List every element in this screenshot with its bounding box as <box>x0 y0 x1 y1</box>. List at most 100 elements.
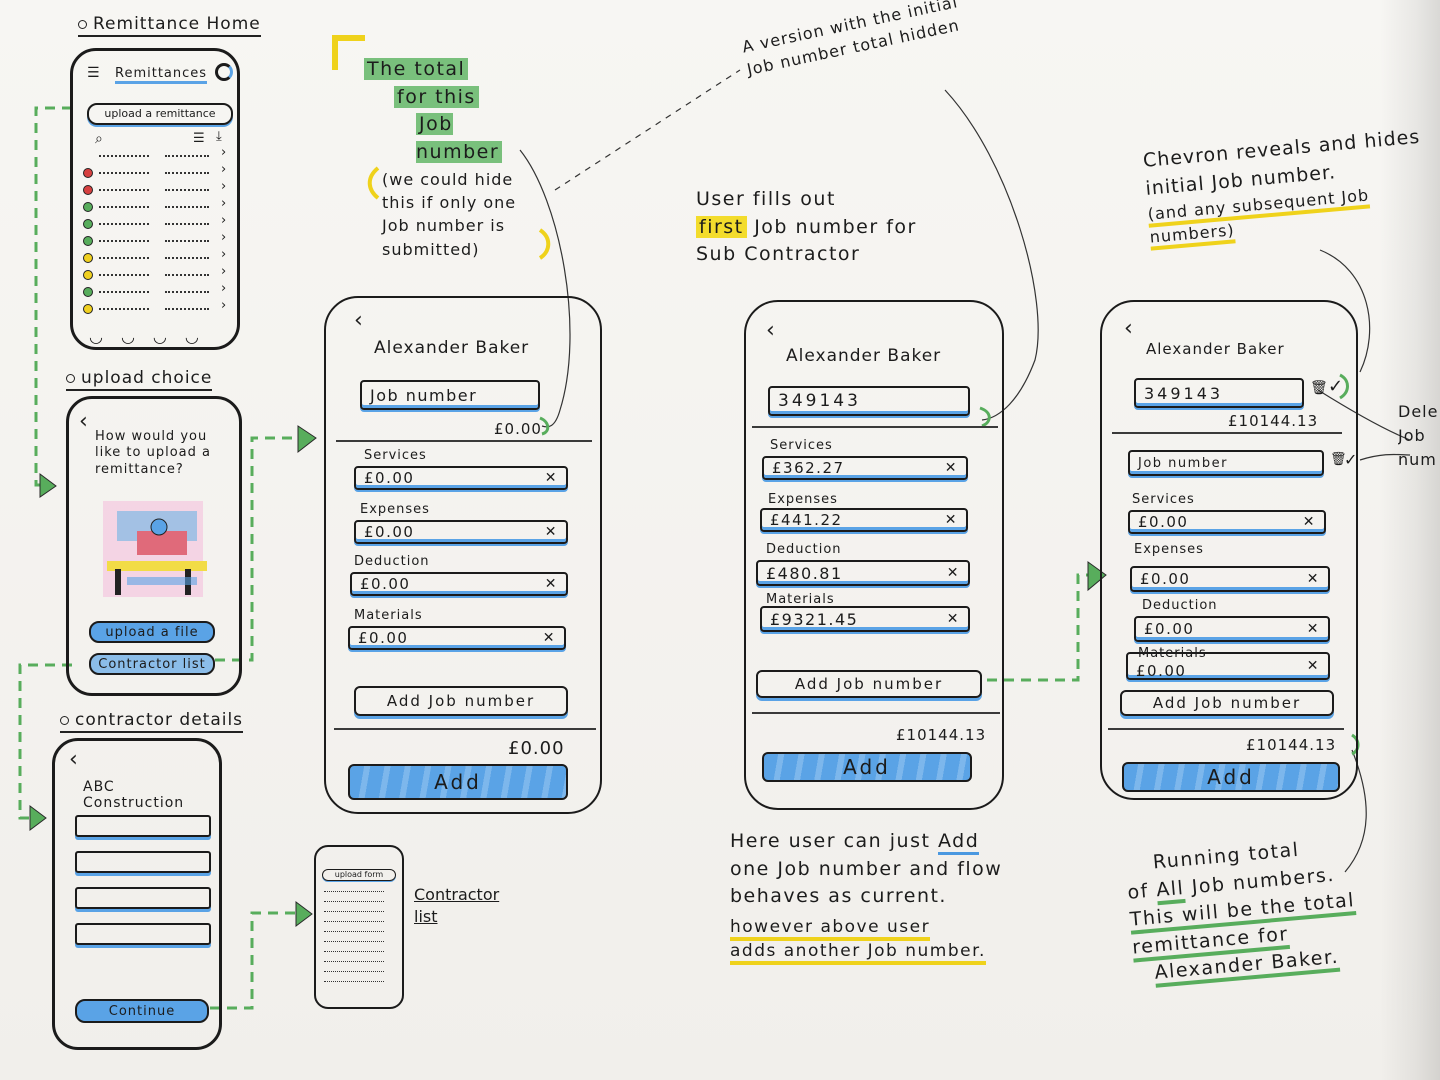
mini-list-row[interactable] <box>324 981 384 983</box>
screen-a-job-number-input[interactable]: Job number <box>360 380 540 410</box>
screen-c-materials-input[interactable]: £0.00✕ <box>1126 652 1330 680</box>
screen-c-expenses-input[interactable]: £0.00✕ <box>1130 566 1330 592</box>
screen-c-add-button[interactable]: Add <box>1122 762 1340 792</box>
mini-list-row[interactable] <box>324 891 384 893</box>
home-row-amount <box>165 291 209 293</box>
mini-list-row[interactable] <box>324 951 384 953</box>
home-row-text <box>99 257 149 259</box>
mini-list-row[interactable] <box>324 971 384 973</box>
screen-b-add-job-number-button[interactable]: Add Job number <box>756 670 982 698</box>
contractor-list-button[interactable]: Contractor list <box>89 653 215 675</box>
home-search-icon[interactable]: ⌕ <box>95 131 103 147</box>
screen-c-expenses-label: Expenses <box>1134 542 1204 557</box>
upload-back-chevron-icon[interactable]: ‹ <box>79 409 88 434</box>
screen-c-deduction-input[interactable]: £0.00✕ <box>1134 616 1330 642</box>
home-row-chevron-icon[interactable]: › <box>221 281 227 296</box>
screen-b-materials-clear-icon[interactable]: ✕ <box>946 611 960 627</box>
home-filter-icon[interactable]: ☰ <box>193 131 205 146</box>
screen-b-back-chevron-icon[interactable]: ‹ <box>766 318 775 343</box>
screen-b-add-button[interactable]: Add <box>762 752 972 782</box>
home-row-status-dot <box>83 185 93 195</box>
screen-b-deduction-input[interactable]: £480.81✕ <box>756 560 970 586</box>
label-contractor-details: contractor details <box>60 710 244 733</box>
home-row-amount <box>165 189 209 191</box>
home-row-chevron-icon[interactable]: › <box>221 179 227 194</box>
home-row-chevron-icon[interactable]: › <box>221 145 227 160</box>
details-back-chevron-icon[interactable]: ‹ <box>69 747 78 772</box>
details-field-1[interactable] <box>75 815 211 837</box>
home-row-chevron-icon[interactable]: › <box>221 247 227 262</box>
mini-list-row[interactable] <box>324 911 384 913</box>
screen-b-deduction-clear-icon[interactable]: ✕ <box>946 565 960 581</box>
screen-a-add-button[interactable]: Add <box>348 764 568 800</box>
home-tab-bar[interactable]: ◡◡◡◡ <box>89 327 217 346</box>
screen-b-expenses-clear-icon[interactable]: ✕ <box>944 512 958 528</box>
screen-c-job-number-input[interactable]: 349143 <box>1134 378 1304 408</box>
screen-b-deduction-label: Deduction <box>766 542 842 557</box>
screen-c-name: Alexander Baker <box>1146 340 1285 358</box>
home-row-amount <box>165 240 209 242</box>
paper-shadow <box>1380 0 1440 1080</box>
screen-a-materials-input[interactable]: £0.00✕ <box>348 626 566 650</box>
screen-a-materials-clear-icon[interactable]: ✕ <box>542 630 556 646</box>
screen-a-expenses-input[interactable]: £0.00✕ <box>354 520 568 544</box>
home-row-chevron-icon[interactable]: › <box>221 230 227 245</box>
home-row-chevron-icon[interactable]: › <box>221 264 227 279</box>
mini-list-row[interactable] <box>324 901 384 903</box>
screen-c-job2-delete-icon[interactable]: 🗑 <box>1330 452 1347 467</box>
screen-c-services-clear-icon[interactable]: ✕ <box>1302 514 1316 530</box>
screen-c-add-job-number-button[interactable]: Add Job number <box>1120 690 1334 716</box>
home-row-text <box>99 155 149 157</box>
screen-b-materials-label: Materials <box>766 592 835 607</box>
home-row-chevron-icon[interactable]: › <box>221 298 227 313</box>
home-download-icon[interactable]: ⤓ <box>216 129 222 144</box>
mini-list-row[interactable] <box>324 931 384 933</box>
screen-b-services-input[interactable]: £362.27✕ <box>762 456 968 480</box>
screen-a-services-clear-icon[interactable]: ✕ <box>544 470 558 486</box>
home-row-text <box>99 308 149 310</box>
home-menu-icon[interactable]: ☰ <box>87 65 101 81</box>
screen-c-job2-input[interactable]: Job number <box>1128 450 1324 476</box>
screen-b-expenses-label: Expenses <box>768 492 838 507</box>
note-total-for-job: The total for this Job number <box>364 56 544 166</box>
screen-c-job2-chevron-icon[interactable]: ✓ <box>1344 450 1358 469</box>
screen-a-back-chevron-icon[interactable]: ‹ <box>354 308 363 333</box>
screen-c-job1-delete-icon[interactable]: 🗑 <box>1310 380 1328 396</box>
home-refresh-icon[interactable] <box>215 63 233 81</box>
screen-a-deduction-clear-icon[interactable]: ✕ <box>544 576 558 592</box>
screen-a-expenses-clear-icon[interactable]: ✕ <box>544 524 558 540</box>
screen-a-grand-total: £0.00 <box>508 738 565 759</box>
screen-a-expenses-label: Expenses <box>360 502 430 517</box>
screen-c-back-chevron-icon[interactable]: ‹ <box>1124 316 1133 341</box>
upload-file-button[interactable]: upload a file <box>89 621 215 643</box>
screen-c-services-label: Services <box>1132 492 1195 507</box>
home-row-text <box>99 274 149 276</box>
home-row-chevron-icon[interactable]: › <box>221 162 227 177</box>
home-upload-button[interactable]: upload a remittance <box>87 103 233 125</box>
screen-c-deduction-clear-icon[interactable]: ✕ <box>1306 621 1320 637</box>
screen-b-materials-input[interactable]: £9321.45✕ <box>760 606 970 632</box>
home-row-status-dot <box>83 219 93 229</box>
details-field-3[interactable] <box>75 887 211 909</box>
screen-c-expenses-clear-icon[interactable]: ✕ <box>1306 571 1320 587</box>
screen-c-services-input[interactable]: £0.00✕ <box>1128 510 1326 534</box>
home-row-chevron-icon[interactable]: › <box>221 196 227 211</box>
screen-a-deduction-input[interactable]: £0.00✕ <box>350 572 568 596</box>
details-continue-button[interactable]: Continue <box>75 999 209 1023</box>
details-field-2[interactable] <box>75 851 211 873</box>
home-row-chevron-icon[interactable]: › <box>221 213 227 228</box>
screen-a-services-input[interactable]: £0.00✕ <box>354 466 568 490</box>
screen-b-services-clear-icon[interactable]: ✕ <box>944 460 958 476</box>
screen-c-job1-chevron-icon[interactable]: ✓ <box>1328 376 1344 397</box>
mini-list-row[interactable] <box>324 941 384 943</box>
mini-upload-button[interactable]: upload form <box>322 869 396 881</box>
mini-list-row[interactable] <box>324 921 384 923</box>
screen-b-expenses-input[interactable]: £441.22✕ <box>760 508 968 532</box>
screen-c-grand-total: £10144.13 <box>1246 736 1337 754</box>
home-row-amount <box>165 172 209 174</box>
screen-c-materials-clear-icon[interactable]: ✕ <box>1306 658 1320 674</box>
screen-a-add-job-number-button[interactable]: Add Job number <box>354 686 568 716</box>
screen-b-job-number-input[interactable]: 349143 <box>768 386 970 416</box>
details-field-4[interactable] <box>75 923 211 945</box>
mini-list-row[interactable] <box>324 961 384 963</box>
